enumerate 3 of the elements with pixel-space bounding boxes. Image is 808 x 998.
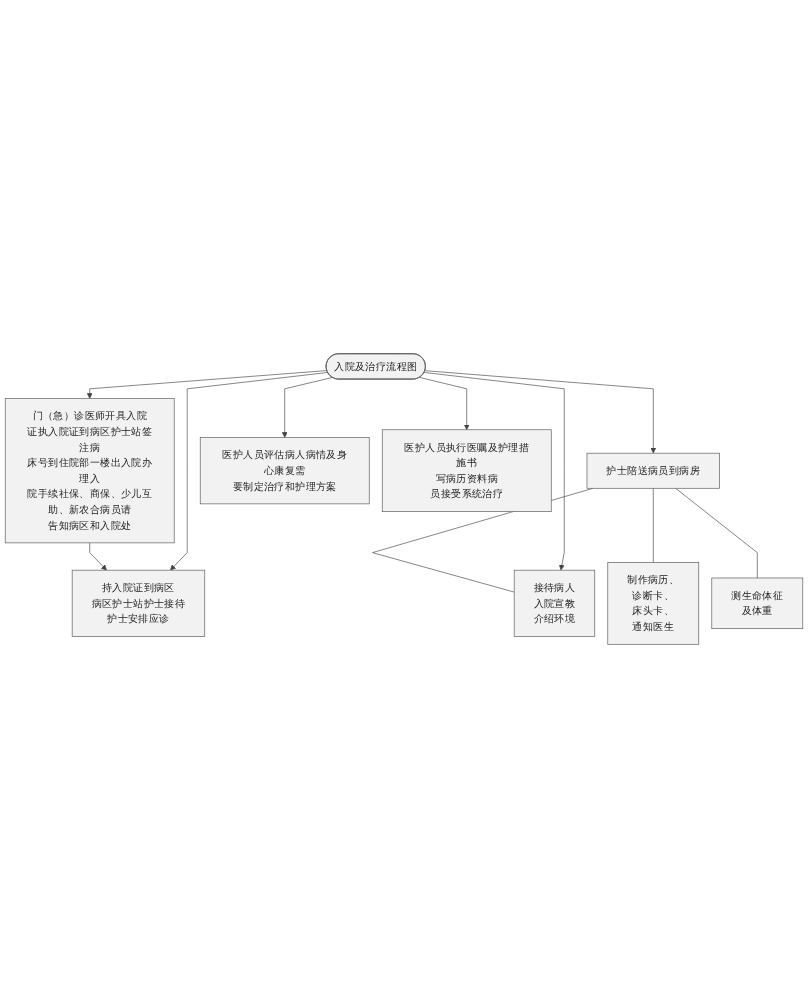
connector <box>652 487 654 563</box>
connector <box>675 487 758 579</box>
connector <box>372 487 594 593</box>
